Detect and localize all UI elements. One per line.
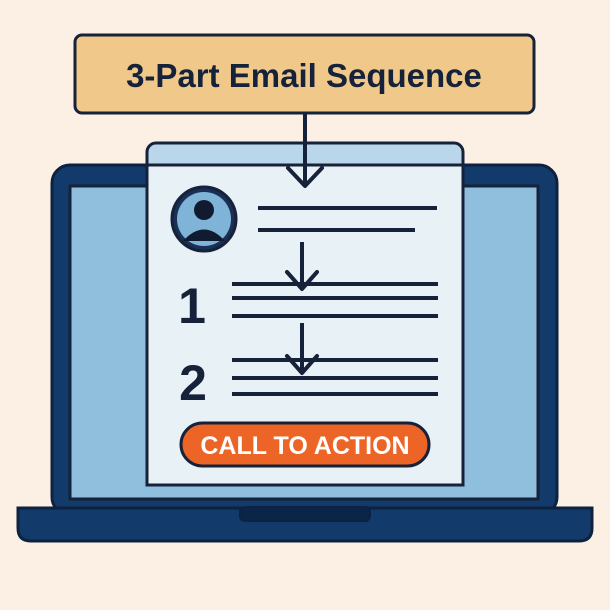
arrow-head xyxy=(285,270,319,291)
arrow-down-icon xyxy=(286,113,324,188)
step-number: 2 xyxy=(179,355,207,411)
arrow-head xyxy=(286,166,324,188)
cta-button-shape[interactable] xyxy=(179,421,431,468)
avatar-shoulders xyxy=(183,229,225,241)
arrow-down-icon xyxy=(285,242,319,291)
laptop-base xyxy=(16,506,594,543)
sender-text-lines xyxy=(258,206,437,232)
user-avatar-icon xyxy=(170,185,238,253)
step-1: 1 xyxy=(178,278,438,334)
title-box: 3-Part Email Sequence xyxy=(73,33,536,115)
call-to-action-button[interactable]: CALL TO ACTION xyxy=(179,421,431,468)
avatar-head xyxy=(194,200,214,220)
step-2: 2 xyxy=(179,355,438,411)
cta-label: CALL TO ACTION xyxy=(200,432,409,460)
laptop-notch xyxy=(239,506,371,522)
step-number: 1 xyxy=(178,278,206,334)
diagram-title: 3-Part Email Sequence xyxy=(126,57,482,94)
